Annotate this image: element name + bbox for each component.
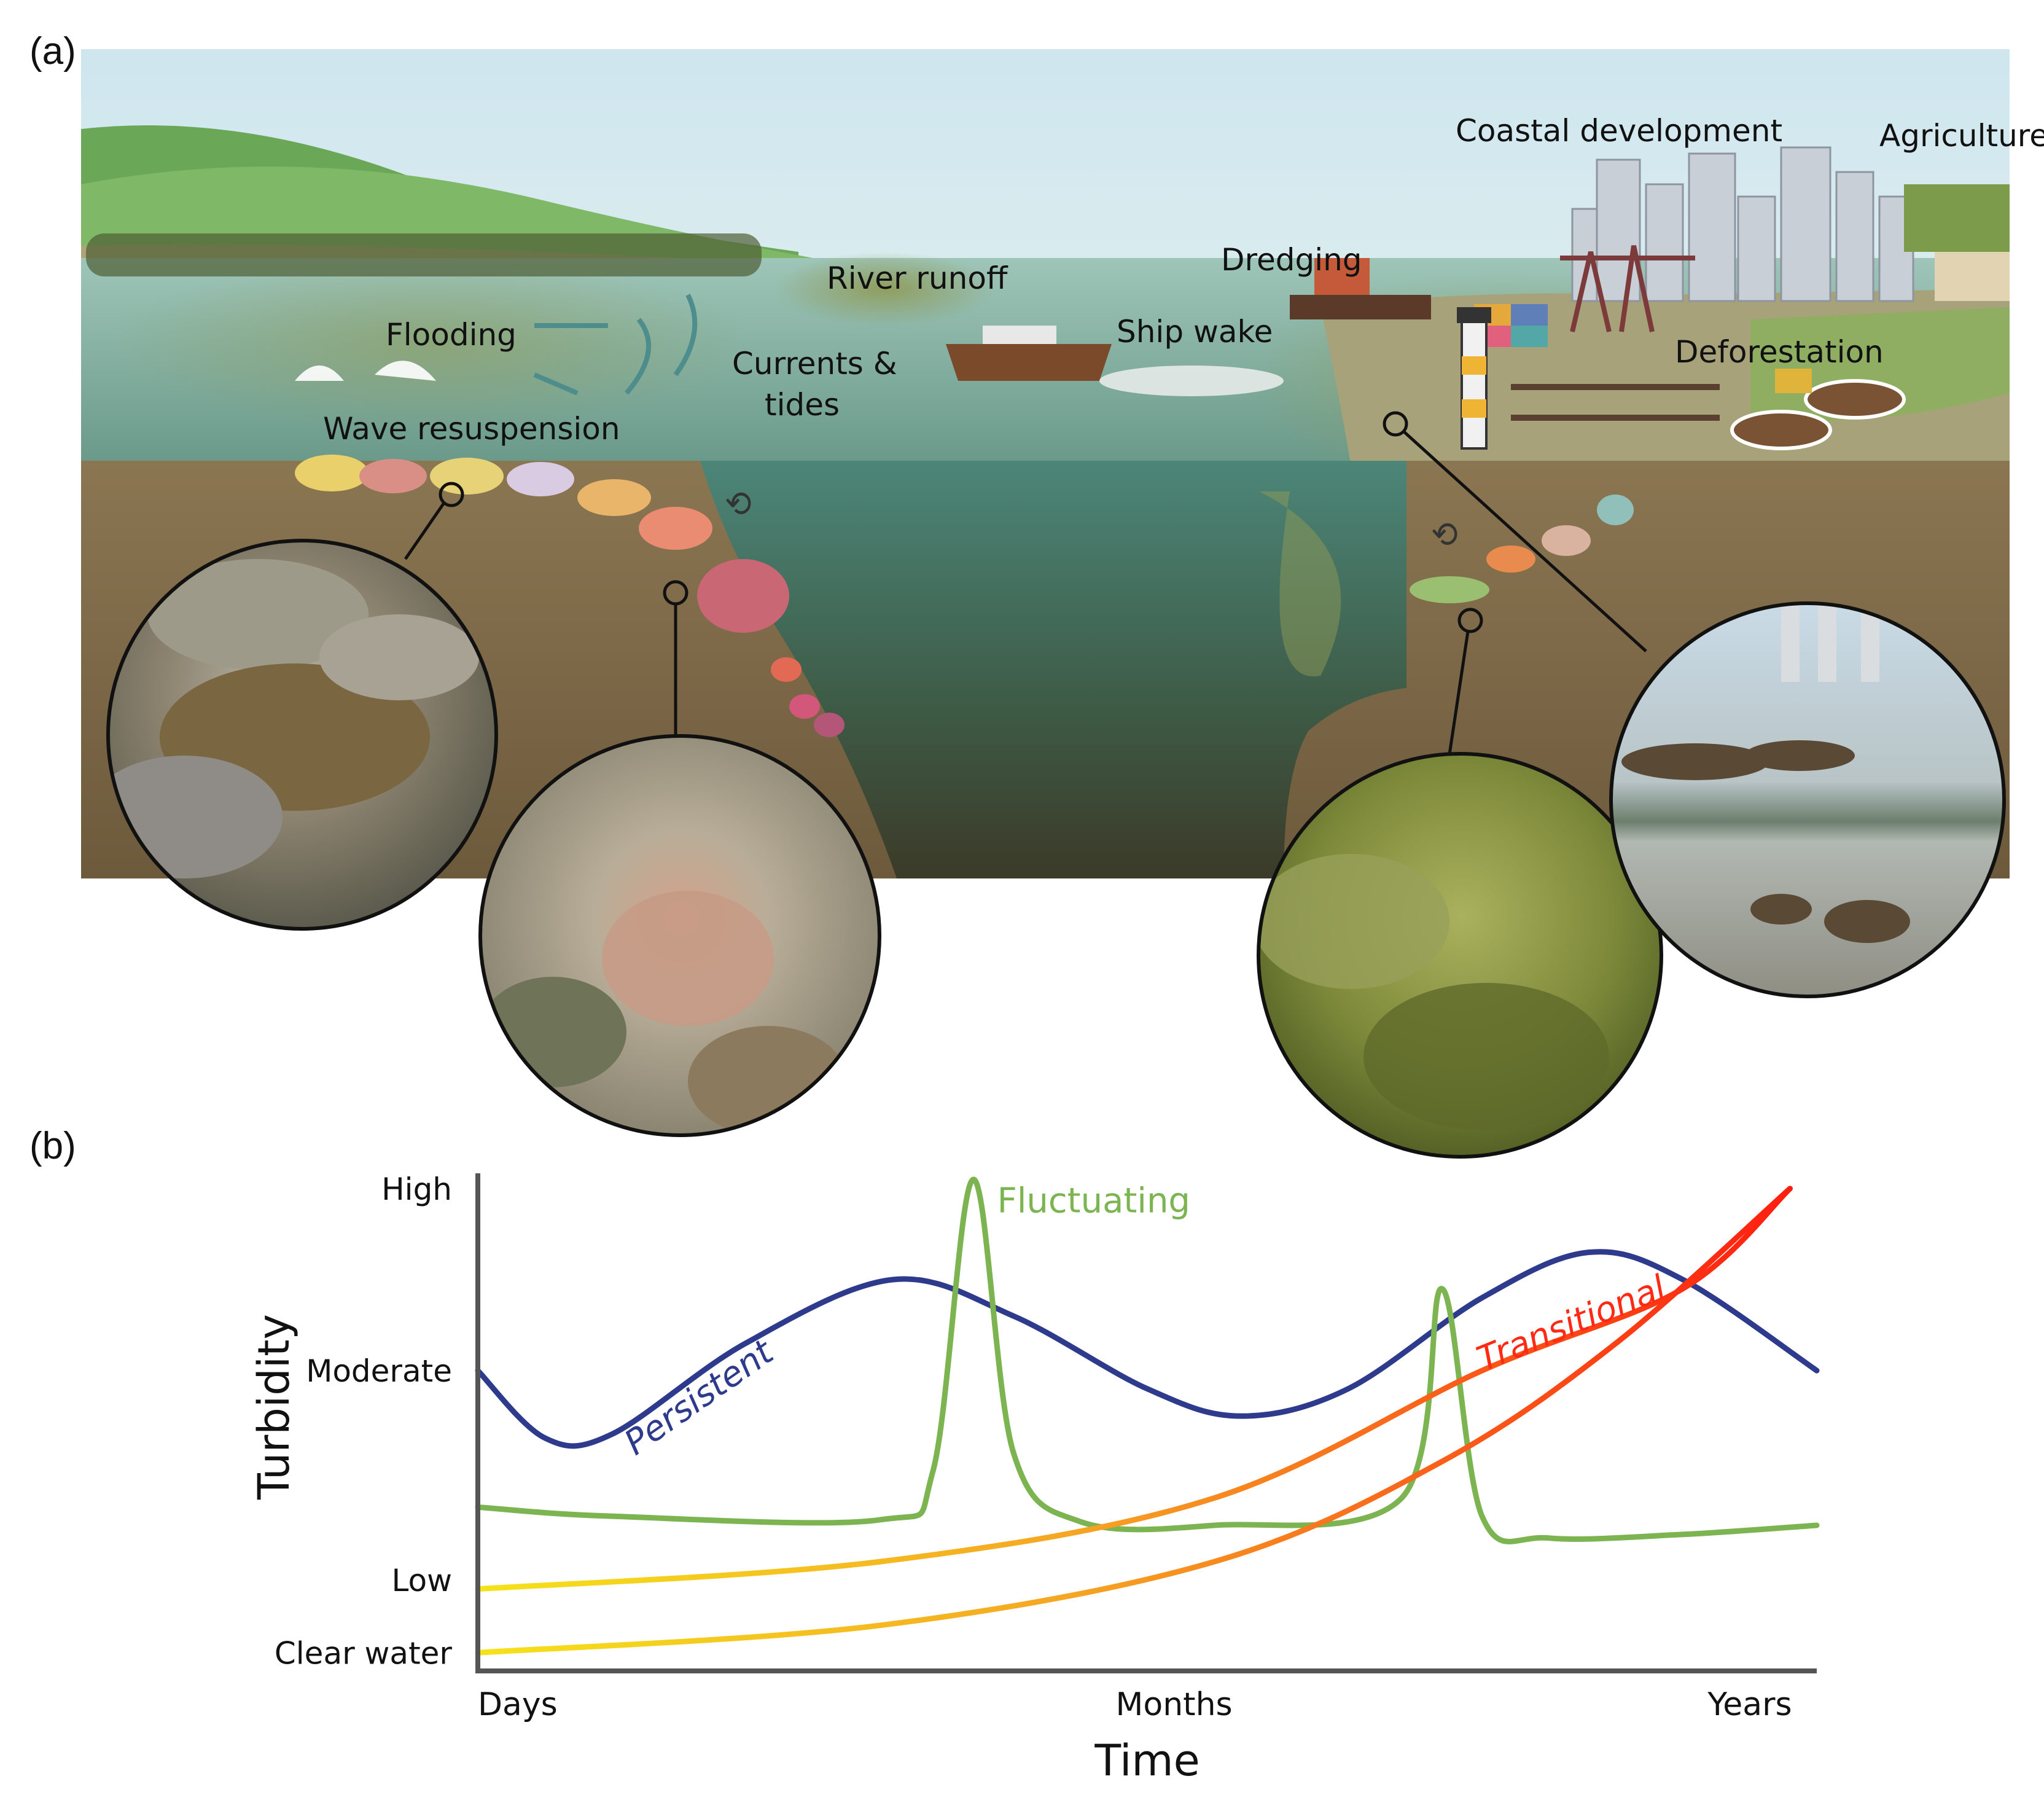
y-tick-label: Clear water — [275, 1635, 453, 1671]
deforestation-pit — [1730, 410, 1832, 450]
mangroves — [86, 233, 762, 276]
label-currents-tides-1: Currents & — [732, 346, 897, 381]
label-flooding: Flooding — [386, 317, 517, 353]
photo-city-shore — [1609, 601, 2006, 998]
x-tick-label: Days — [478, 1686, 558, 1723]
coastal-turbidity-illustration: ⟲ ⟲ — [81, 49, 2010, 1159]
y-tick-label: Low — [392, 1563, 452, 1598]
label-river-runoff: River runoff — [827, 260, 1008, 296]
series-line-transitional-lower — [475, 1186, 1793, 1656]
recirculation-icon: ⟲ — [725, 483, 752, 525]
label-coastal-development: Coastal development — [1456, 113, 1783, 149]
inset-connectors — [404, 411, 1647, 755]
coral-reef-right — [1410, 495, 1634, 603]
series-line-persistent — [475, 1249, 1820, 1449]
city-skyline — [1571, 146, 1914, 302]
photo-intertidal-coral — [106, 539, 498, 931]
series-line-fluctuating — [475, 1176, 1820, 1544]
y-axis-title: Turbidity — [249, 1314, 299, 1500]
series-label-fluctuating: Fluctuating — [997, 1181, 1190, 1221]
dump-truck — [1775, 369, 1812, 393]
photo-turbid-reef — [478, 734, 881, 1137]
recirculation-icon: ⟲ — [1431, 514, 1458, 555]
coral-reef-left — [295, 455, 845, 737]
panel-b-label: (b) — [29, 1125, 76, 1167]
label-deforestation: Deforestation — [1675, 334, 1884, 370]
x-tick-label: Months — [1116, 1686, 1233, 1723]
label-wave-resuspension: Wave resuspension — [323, 411, 620, 447]
label-currents-tides-2: tides — [765, 387, 840, 423]
lighthouse — [1457, 307, 1491, 450]
x-tick-label: Years — [1707, 1686, 1792, 1723]
deforestation-pit — [1804, 379, 1906, 420]
panel-a-label: (a) — [29, 30, 76, 72]
label-ship-wake: Ship wake — [1117, 314, 1273, 350]
ship — [946, 326, 1284, 396]
x-axis-title: Time — [1094, 1735, 1199, 1786]
waves — [295, 361, 436, 381]
jetties — [1511, 384, 1720, 421]
dredging-barge — [1290, 258, 1431, 319]
photo-green-turbid — [1257, 752, 1663, 1159]
label-dredging: Dredging — [1221, 242, 1362, 278]
current-arrows — [533, 294, 698, 396]
y-tick-label: Moderate — [306, 1353, 452, 1389]
label-agriculture: Agriculture — [1879, 118, 2044, 154]
y-tick-label: High — [381, 1171, 452, 1207]
port-cranes — [1560, 245, 1695, 332]
series-label-persistent: Persistent — [617, 1331, 782, 1463]
